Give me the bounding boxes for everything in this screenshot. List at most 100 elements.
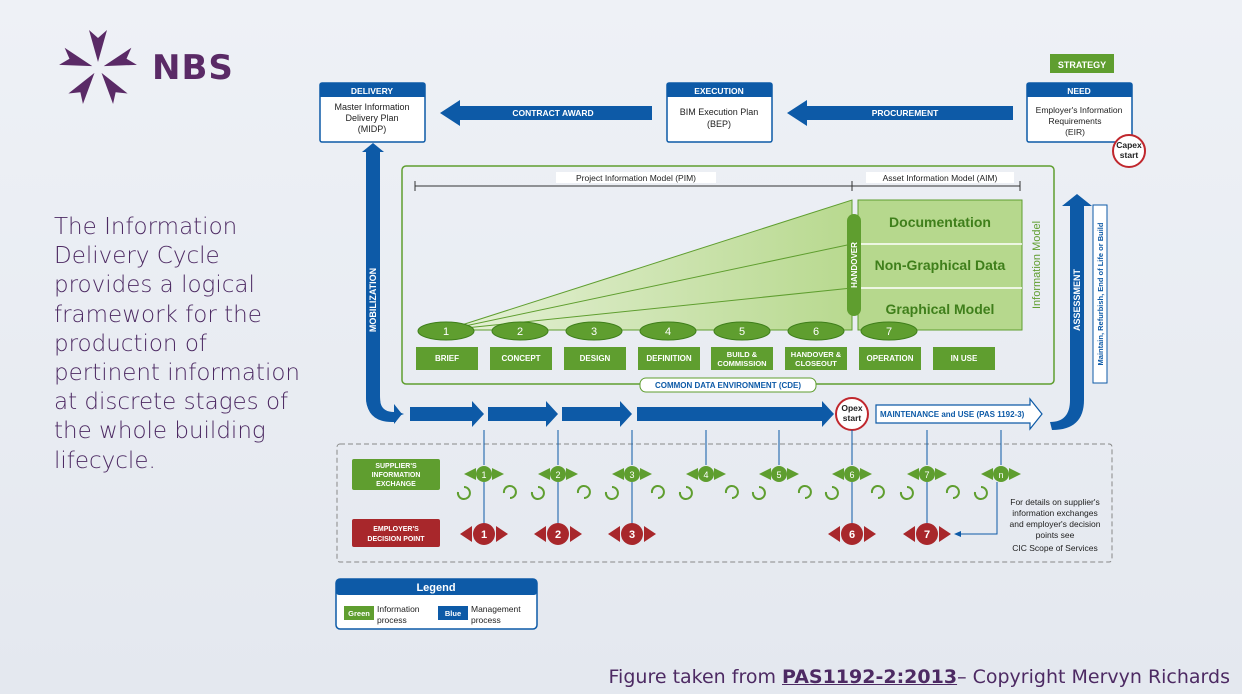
cycle-icon bbox=[724, 485, 739, 499]
cycle-icon bbox=[530, 486, 545, 500]
maintain-label: Maintain, Refurbish, End of Life or Buil… bbox=[1096, 222, 1105, 365]
legend-title: Legend bbox=[416, 582, 455, 594]
cycle-icon bbox=[456, 486, 471, 500]
supplier-label2: INFORMATION bbox=[372, 472, 421, 479]
supplier-label1: SUPPLIER'S bbox=[375, 463, 417, 470]
svg-text:3: 3 bbox=[629, 529, 635, 541]
svg-text:2: 2 bbox=[517, 326, 523, 338]
svg-text:HANDOVER &: HANDOVER & bbox=[791, 350, 842, 359]
stage-label-box: CONCEPT bbox=[490, 347, 552, 370]
cycle-icon bbox=[576, 485, 591, 499]
svg-text:n: n bbox=[998, 470, 1003, 480]
nbs-flower-icon bbox=[59, 30, 137, 105]
information-growth-wedge bbox=[445, 199, 853, 331]
caption-reference-link[interactable]: PAS1192-2:2013 bbox=[782, 666, 958, 688]
caption-prefix: Figure taken from bbox=[608, 666, 783, 688]
contract-award-label: CONTRACT AWARD bbox=[512, 108, 593, 118]
decision-point: 1 bbox=[460, 523, 508, 545]
legend-green-desc2: process bbox=[377, 615, 407, 625]
svg-text:6: 6 bbox=[849, 470, 854, 480]
stage-oval: 7 bbox=[860, 321, 918, 341]
need-line3: (EIR) bbox=[1065, 127, 1085, 137]
stage-oval: 2 bbox=[491, 321, 549, 341]
decision-point: 2 bbox=[534, 523, 582, 545]
supplier-exchange-point: 1 bbox=[464, 466, 504, 482]
legend-green-desc1: Information bbox=[377, 604, 420, 614]
svg-text:points see: points see bbox=[1036, 530, 1075, 540]
svg-text:4: 4 bbox=[665, 326, 671, 338]
strategy-label: STRATEGY bbox=[1058, 60, 1106, 70]
delivery-line3: (MIDP) bbox=[358, 124, 387, 134]
opex-start-marker: Opex start bbox=[835, 397, 869, 431]
employer-decision-points: 1 2 3 6 7 bbox=[460, 523, 951, 545]
svg-text:IN USE: IN USE bbox=[951, 354, 978, 363]
cycle-icons bbox=[456, 485, 988, 500]
stage-oval: 4 bbox=[639, 321, 697, 341]
cde-container: COMMON DATA ENVIRONMENT (CDE) bbox=[401, 165, 1055, 393]
stage-label-box: IN USE bbox=[933, 347, 995, 370]
caption-suffix: – Copyright Mervyn Richards bbox=[957, 666, 1230, 688]
supplier-exchange-point: 7 bbox=[907, 466, 947, 482]
cycle-icon bbox=[502, 485, 517, 499]
supplier-exchange-point: 6 bbox=[832, 466, 872, 482]
svg-text:1: 1 bbox=[481, 470, 486, 480]
scope-note: For details on supplier's information ex… bbox=[954, 482, 1101, 553]
cycle-icon bbox=[899, 486, 914, 500]
mobilization-arrow: MOBILIZATION bbox=[362, 143, 404, 424]
execution-line1: BIM Execution Plan bbox=[680, 107, 759, 117]
decision-point: 3 bbox=[608, 523, 656, 545]
svg-text:4: 4 bbox=[703, 470, 708, 480]
svg-text:DEFINITION: DEFINITION bbox=[646, 354, 692, 363]
legend-blue-desc1: Management bbox=[471, 604, 521, 614]
cycle-icon bbox=[973, 486, 988, 500]
stage-labels: BRIEF CONCEPT DESIGN DEFINITION BUILD &C… bbox=[416, 347, 995, 370]
delivery-box: DELIVERY Master Information Delivery Pla… bbox=[319, 82, 426, 143]
stage-label-box: BUILD &COMMISSION bbox=[711, 347, 773, 370]
legend-blue-tag: Blue bbox=[445, 609, 461, 618]
maintenance-label: MAINTENANCE and USE (PAS 1192-3) bbox=[880, 410, 1025, 419]
svg-text:and employer's decision: and employer's decision bbox=[1010, 519, 1101, 529]
supplier-exchange-point: 5 bbox=[759, 466, 799, 482]
legend: Legend Green Information process Blue Ma… bbox=[335, 578, 538, 630]
svg-text:OPERATION: OPERATION bbox=[867, 354, 914, 363]
cycle-icon bbox=[604, 486, 619, 500]
capex-label2: start bbox=[1120, 150, 1139, 160]
decision-point: 7 bbox=[903, 523, 951, 545]
intro-text: The Information Delivery Cycle provides … bbox=[54, 214, 300, 474]
model-span: Project Information Model (PIM) Asset In… bbox=[414, 172, 1021, 191]
contract-award-arrow: CONTRACT AWARD bbox=[440, 100, 652, 126]
capex-start-marker: Capex start bbox=[1112, 134, 1146, 168]
svg-text:2: 2 bbox=[555, 529, 561, 541]
svg-text:5: 5 bbox=[739, 326, 745, 338]
information-model-layers: Documentation Non-Graphical Data Graphic… bbox=[847, 199, 1043, 331]
opex-label1: Opex bbox=[841, 403, 863, 413]
cycle-icon bbox=[678, 486, 693, 500]
brand-name: NBS bbox=[152, 48, 234, 88]
stage-oval: 6 bbox=[787, 321, 845, 341]
decision-point: 6 bbox=[828, 523, 876, 545]
svg-text:6: 6 bbox=[849, 529, 855, 541]
svg-text:1: 1 bbox=[443, 326, 449, 338]
stage-label-box: BRIEF bbox=[416, 347, 478, 370]
employer-label1: EMPLOYER'S bbox=[373, 526, 419, 533]
mobilization-label: MOBILIZATION bbox=[368, 268, 378, 332]
cycle-icon bbox=[945, 485, 960, 499]
svg-text:BRIEF: BRIEF bbox=[435, 354, 459, 363]
cycle-icon bbox=[650, 485, 665, 499]
svg-text:5: 5 bbox=[776, 470, 781, 480]
svg-text:2: 2 bbox=[555, 470, 560, 480]
need-line2: Requirements bbox=[1049, 116, 1102, 126]
supplier-exchange-point: 3 bbox=[612, 466, 652, 482]
pim-label: Project Information Model (PIM) bbox=[576, 173, 696, 183]
svg-text:CLOSEOUT: CLOSEOUT bbox=[795, 359, 837, 368]
execution-line2: (BEP) bbox=[707, 119, 731, 129]
layer-graphical-model: Graphical Model bbox=[886, 301, 995, 317]
procurement-label: PROCUREMENT bbox=[872, 108, 939, 118]
execution-box: EXECUTION BIM Execution Plan (BEP) bbox=[666, 82, 773, 143]
strategy-tag: STRATEGY bbox=[1050, 54, 1114, 73]
svg-text:6: 6 bbox=[813, 326, 819, 338]
supplier-label3: EXCHANGE bbox=[376, 481, 416, 488]
layer-documentation: Documentation bbox=[889, 214, 991, 230]
information-model-label: Information Model bbox=[1031, 221, 1043, 309]
